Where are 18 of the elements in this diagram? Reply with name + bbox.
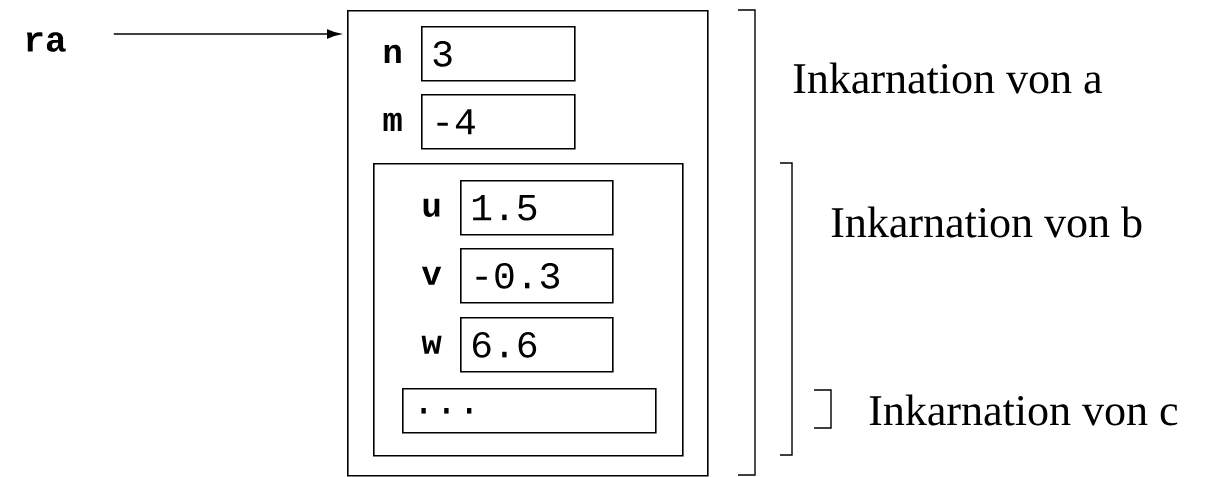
value-box: -4 — [421, 94, 576, 150]
value-box: 3 — [421, 26, 576, 82]
frame-box — [373, 163, 684, 457]
variable-name: n — [384, 44, 401, 63]
value-box: 6.6 — [460, 317, 614, 373]
value-box: ... — [402, 388, 657, 434]
variable-name: v — [421, 266, 442, 285]
variable-name: u — [423, 198, 440, 217]
annotation: Inkarnation von c — [869, 394, 1178, 426]
variable-name: w — [421, 335, 442, 354]
variable-name: m — [383, 112, 402, 131]
frame-box — [347, 10, 709, 477]
arrow — [113, 29, 341, 39]
annotation: Inkarnation von a — [793, 62, 1102, 94]
pointer-name: ra — [26, 32, 66, 52]
annotation: Inkarnation von b — [831, 206, 1142, 238]
value-box: 1.5 — [460, 180, 614, 236]
value-box: -0.3 — [460, 248, 614, 304]
